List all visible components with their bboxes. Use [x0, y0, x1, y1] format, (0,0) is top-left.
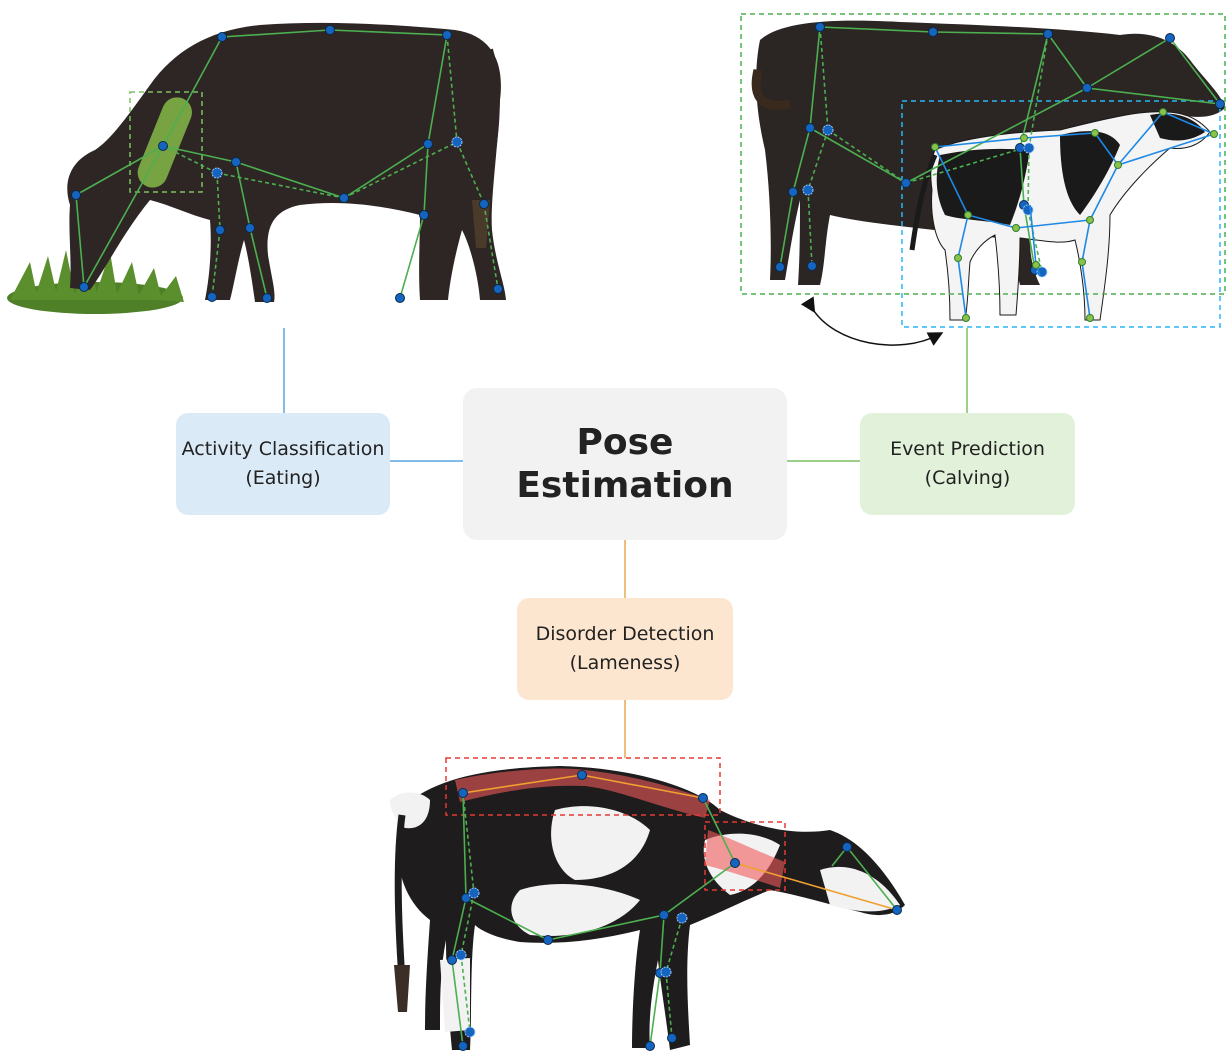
lame-cow-image — [390, 758, 905, 1051]
event-prediction-box: Event Prediction (Calving) — [860, 413, 1075, 515]
disorder-detection-box: Disorder Detection (Lameness) — [517, 598, 733, 700]
lame-cow-white-patch-5 — [440, 958, 470, 1032]
lame-cow-tail — [398, 815, 402, 980]
eating-cow-image — [7, 23, 506, 314]
lame-cow-tail-tuft — [394, 965, 410, 1012]
calving-transition-arrow — [812, 308, 938, 345]
disorder-line-1: Disorder Detection — [536, 620, 715, 649]
pose-estimation-box: Pose Estimation — [463, 388, 787, 540]
event-line-1: Event Prediction — [890, 435, 1045, 464]
disorder-line-2: (Lameness) — [570, 649, 681, 678]
activity-line-2: (Eating) — [245, 464, 320, 493]
lame-cow-body — [398, 766, 905, 1050]
calving-cows-image — [741, 14, 1225, 345]
activity-classification-box: Activity Classification (Eating) — [176, 413, 390, 515]
activity-line-1: Activity Classification — [182, 435, 385, 464]
event-line-2: (Calving) — [925, 464, 1011, 493]
pose-estimation-title: Pose Estimation — [463, 421, 787, 507]
